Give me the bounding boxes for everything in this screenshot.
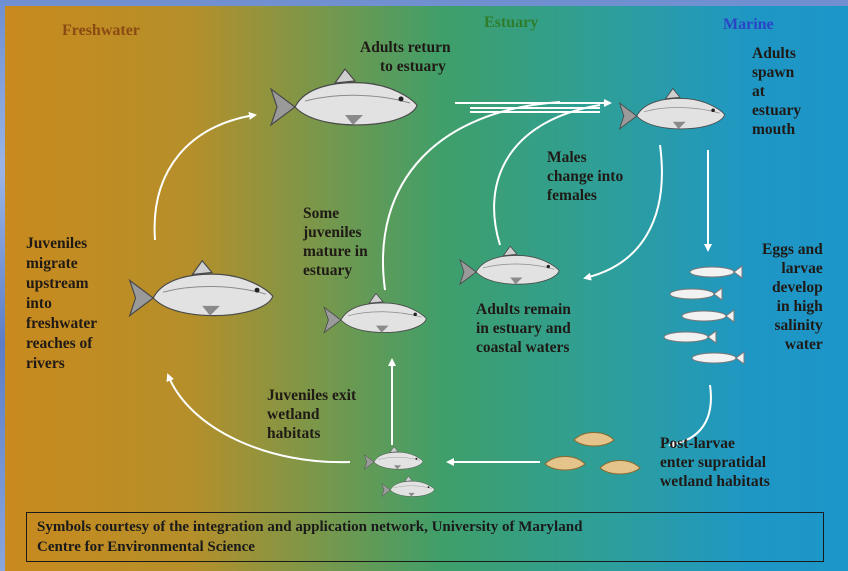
- post-larva-icon: [544, 456, 586, 471]
- flow-arrows: [153, 99, 712, 466]
- arrow-spawn-to-remain: [583, 144, 663, 281]
- barramundi-fish-icon: [270, 68, 418, 126]
- arrow-remain-to-spawn: [493, 104, 601, 246]
- label-adults-remain: Adults remain in estuary and coastal wat…: [476, 301, 571, 356]
- juvenile-fish-icon: [364, 446, 424, 470]
- credits-line-2: Centre for Environmental Science: [37, 539, 255, 555]
- label-adults-return: Adults return to estuary: [360, 39, 451, 75]
- label-post-larvae: Post-larvae enter supratidal wetland hab…: [660, 435, 770, 490]
- larva-icon: [681, 309, 735, 323]
- arrow-exit-to-upstream: [166, 373, 351, 464]
- label-eggs-larvae: Eggs and larvae develop in high salinity…: [762, 241, 823, 353]
- post-larva-icon: [599, 460, 641, 475]
- credits-box: Symbols courtesy of the integration and …: [26, 512, 824, 562]
- zone-label-marine: Marine: [723, 16, 774, 33]
- larva-icon: [669, 287, 723, 301]
- post-larva-icon: [573, 432, 615, 447]
- barramundi-fish-icon: [459, 245, 560, 285]
- label-juveniles-exit: Juveniles exit wetland habitats: [267, 387, 357, 442]
- barramundi-fish-icon: [129, 260, 274, 317]
- arrow-eggs-to-postlarvae: [668, 384, 712, 448]
- label-juveniles-migrate: Juveniles migrate upstream into freshwat…: [26, 235, 98, 372]
- arrow-mature-to-return: [382, 101, 561, 291]
- arrow-upstream-to-adults: [153, 111, 257, 241]
- larva-icon: [689, 265, 743, 279]
- label-some-juveniles: Some juveniles mature in estuary: [303, 205, 368, 279]
- larvae-group: [663, 265, 745, 365]
- zone-label-estuary: Estuary: [484, 14, 539, 31]
- credits-line-1: Symbols courtesy of the integration and …: [37, 519, 583, 535]
- post-larvae-group: [544, 432, 641, 475]
- zone-label-freshwater: Freshwater: [62, 22, 140, 39]
- barramundi-fish-icon: [619, 88, 726, 130]
- diagram-panel: [5, 6, 848, 571]
- juvenile-fish-icon: [381, 476, 435, 497]
- label-males-change: Males change into females: [547, 149, 624, 204]
- larva-icon: [691, 351, 745, 365]
- label-adults-spawn: Adults spawn at estuary mouth: [752, 45, 802, 138]
- larva-icon: [663, 330, 717, 344]
- barramundi-fish-icon: [323, 292, 427, 334]
